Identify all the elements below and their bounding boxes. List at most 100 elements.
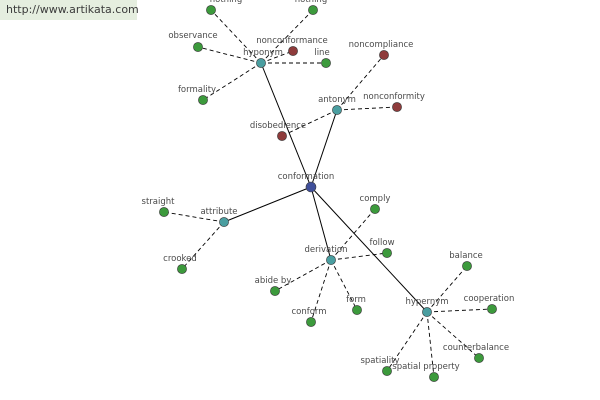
relation-node-attribute-label: attribute bbox=[200, 207, 237, 217]
term-node-formality-dot[interactable] bbox=[198, 95, 208, 105]
term-node-nonconformity[interactable]: nonconformity bbox=[363, 92, 425, 112]
term-node-formality-label: formality bbox=[178, 85, 216, 95]
term-node-cooperation-dot[interactable] bbox=[487, 304, 497, 314]
term-node-line[interactable]: line bbox=[314, 48, 331, 68]
term-node-observance-label: observance bbox=[168, 31, 217, 41]
term-node-noncompliance[interactable]: noncompliance bbox=[349, 40, 414, 60]
term-node-nothing[interactable]: nothing bbox=[206, 0, 242, 15]
term-node-cooperation[interactable]: cooperation bbox=[464, 294, 515, 314]
edge-hyponym-formality bbox=[202, 62, 262, 101]
term-node-form-label: form bbox=[346, 295, 366, 305]
edge-hyponym-observance bbox=[197, 46, 262, 64]
term-node-crooked[interactable]: crooked bbox=[163, 254, 197, 274]
term-node-disobedience-label: disobedience bbox=[250, 121, 306, 131]
term-node-spatial-property[interactable]: spatial property bbox=[392, 362, 460, 382]
graph-nodes: nothing nothing observance nonconformance li… bbox=[142, 0, 515, 382]
term-node-disobedience-dot[interactable] bbox=[277, 131, 287, 141]
edge-attribute-straight bbox=[163, 211, 225, 223]
term-node-abide-by-label: abide by bbox=[255, 276, 292, 286]
edge-antonym-nonconformity bbox=[336, 106, 398, 111]
term-node-comply[interactable]: comply bbox=[360, 194, 391, 214]
term-node-nothing-label: nothing bbox=[210, 0, 242, 5]
term-node-spatial-property-label: spatial property bbox=[392, 362, 459, 372]
term-node-nothing-dot[interactable] bbox=[206, 5, 216, 15]
relation-node-hypernym[interactable]: hypernym bbox=[405, 297, 449, 317]
edge-center-derivation bbox=[310, 186, 332, 261]
edge-hypernym-balance bbox=[426, 265, 468, 313]
term-node-balance-dot[interactable] bbox=[462, 261, 472, 271]
term-node-conform[interactable]: conform bbox=[291, 307, 327, 327]
relation-node-derivation-dot[interactable] bbox=[326, 255, 336, 265]
edge-derivation-conform bbox=[310, 259, 332, 323]
term-node-line-dot[interactable] bbox=[321, 58, 331, 68]
term-node-nothing[interactable]: nothing bbox=[295, 0, 327, 15]
term-node-follow[interactable]: follow bbox=[369, 238, 395, 258]
relation-node-derivation-label: derivation bbox=[304, 245, 347, 255]
term-node-nonconformity-dot[interactable] bbox=[392, 102, 402, 112]
edge-hypernym-spatiality bbox=[386, 311, 428, 372]
edge-attribute-crooked bbox=[181, 221, 225, 270]
term-node-counterbalance-dot[interactable] bbox=[474, 353, 484, 363]
center-node[interactable]: conformation bbox=[278, 172, 335, 193]
relation-node-hypernym-dot[interactable] bbox=[422, 307, 432, 317]
edge-hyponym-nonconformance bbox=[260, 50, 294, 64]
term-node-spatiality-label: spatiality bbox=[360, 356, 399, 366]
relation-node-antonym-dot[interactable] bbox=[332, 105, 342, 115]
term-node-abide-by-dot[interactable] bbox=[270, 286, 280, 296]
term-node-spatial-property-dot[interactable] bbox=[429, 372, 439, 382]
term-node-spatiality-dot[interactable] bbox=[382, 366, 392, 376]
relation-node-attribute-dot[interactable] bbox=[219, 217, 229, 227]
term-node-crooked-label: crooked bbox=[163, 254, 197, 264]
term-node-counterbalance[interactable]: counterbalance bbox=[443, 343, 509, 363]
edge-antonym-disobedience bbox=[281, 109, 338, 137]
term-node-observance-dot[interactable] bbox=[193, 42, 203, 52]
term-node-comply-label: comply bbox=[360, 194, 391, 204]
term-node-nonconformance-label: nonconformance bbox=[256, 36, 328, 46]
relation-node-hyponym-dot[interactable] bbox=[256, 58, 266, 68]
term-node-formality[interactable]: formality bbox=[178, 85, 216, 105]
term-node-form-dot[interactable] bbox=[352, 305, 362, 315]
edge-hypernym-spatial-property bbox=[426, 311, 435, 378]
site-url-link[interactable]: http://www.artikata.com bbox=[0, 0, 139, 20]
term-node-form[interactable]: form bbox=[346, 295, 366, 315]
center-node-label: conformation bbox=[278, 172, 335, 182]
relation-node-hyponym-label: hyponym bbox=[243, 48, 283, 58]
relation-node-antonym[interactable]: antonym bbox=[318, 95, 356, 115]
relation-node-attribute[interactable]: attribute bbox=[200, 207, 238, 227]
term-node-abide-by[interactable]: abide by bbox=[255, 276, 292, 296]
relation-node-antonym-label: antonym bbox=[318, 95, 356, 105]
term-node-straight-dot[interactable] bbox=[159, 207, 169, 217]
relation-node-derivation[interactable]: derivation bbox=[304, 245, 348, 265]
edge-hypernym-cooperation bbox=[426, 308, 493, 313]
term-node-conform-label: conform bbox=[291, 307, 326, 317]
term-node-nothing-dot[interactable] bbox=[308, 5, 318, 15]
term-node-observance[interactable]: observance bbox=[168, 31, 218, 52]
term-node-comply-dot[interactable] bbox=[370, 204, 380, 214]
term-node-balance[interactable]: balance bbox=[449, 251, 483, 271]
term-node-balance-label: balance bbox=[449, 251, 482, 261]
edge-center-antonym bbox=[310, 109, 338, 188]
term-node-line-label: line bbox=[314, 48, 329, 58]
term-node-nonconformity-label: nonconformity bbox=[363, 92, 425, 102]
edge-derivation-form bbox=[330, 259, 358, 311]
edge-center-hyponym bbox=[260, 62, 312, 188]
edge-antonym-noncompliance bbox=[336, 54, 385, 111]
edge-derivation-abide-by bbox=[274, 259, 332, 292]
term-node-spatiality[interactable]: spatiality bbox=[360, 356, 400, 376]
term-node-conform-dot[interactable] bbox=[306, 317, 316, 327]
center-node-dot[interactable] bbox=[305, 181, 317, 193]
term-node-straight[interactable]: straight bbox=[142, 197, 176, 217]
term-node-disobedience[interactable]: disobedience bbox=[250, 121, 306, 141]
term-node-nonconformance[interactable]: nonconformance bbox=[256, 36, 328, 56]
term-node-cooperation-label: cooperation bbox=[464, 294, 515, 304]
term-node-crooked-dot[interactable] bbox=[177, 264, 187, 274]
term-node-nothing-label: nothing bbox=[295, 0, 327, 5]
term-node-nonconformance-dot[interactable] bbox=[288, 46, 298, 56]
edge-hyponym-nothing bbox=[260, 9, 314, 64]
term-node-follow-dot[interactable] bbox=[382, 248, 392, 258]
term-node-counterbalance-label: counterbalance bbox=[443, 343, 509, 353]
relation-node-hypernym-label: hypernym bbox=[405, 297, 448, 307]
relation-node-hyponym[interactable]: hyponym bbox=[243, 48, 283, 68]
term-node-noncompliance-dot[interactable] bbox=[379, 50, 389, 60]
